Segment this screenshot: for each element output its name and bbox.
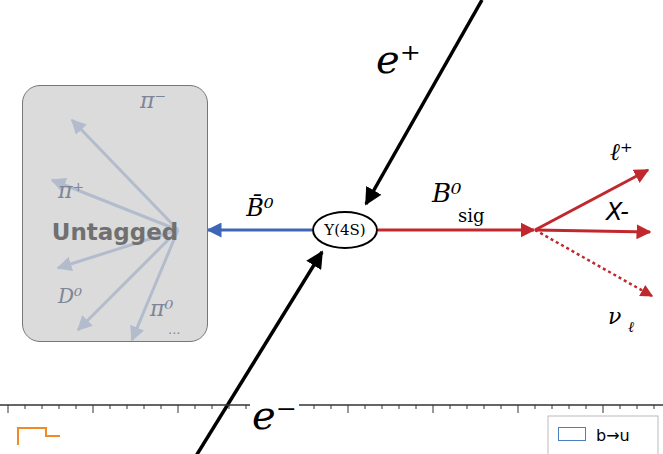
resonance-ellipse: Υ(4S): [312, 211, 378, 249]
edge-label: B̄⁰: [246, 194, 273, 222]
ellipsis: ...: [168, 322, 180, 337]
beam-label: e⁺: [376, 36, 421, 82]
neutrino-arrow: [535, 230, 652, 296]
particle-label: π⁻: [140, 88, 166, 113]
node-text: Υ(4S): [324, 221, 365, 239]
particle-label: X-: [606, 198, 629, 226]
subscript: ℓ: [628, 318, 634, 336]
particle-label: ν: [608, 304, 621, 329]
particle-label: B⁰: [432, 178, 462, 208]
legend-swatch: [558, 427, 586, 441]
legend-text: b→u: [596, 426, 630, 445]
subscript: sig: [458, 205, 485, 226]
histogram-step: [18, 428, 60, 445]
particle-label: π⁰: [150, 296, 173, 321]
particle-label: ℓ⁺: [610, 138, 633, 166]
lepton-arrow: [535, 170, 648, 230]
signal-b-arrow: [378, 229, 534, 232]
electron-beam: [196, 252, 322, 454]
node-text: Untagged: [23, 219, 207, 245]
plot-frame: [0, 405, 663, 454]
particle-label: π⁺: [58, 178, 84, 203]
particle-label: D⁰: [58, 284, 82, 308]
positron-beam: [366, 0, 482, 204]
hadron-arrow: [535, 230, 650, 232]
b-meson-arrow: [208, 229, 312, 232]
tag-box: Untagged: [22, 85, 208, 342]
beam-label: e⁻: [250, 392, 299, 438]
